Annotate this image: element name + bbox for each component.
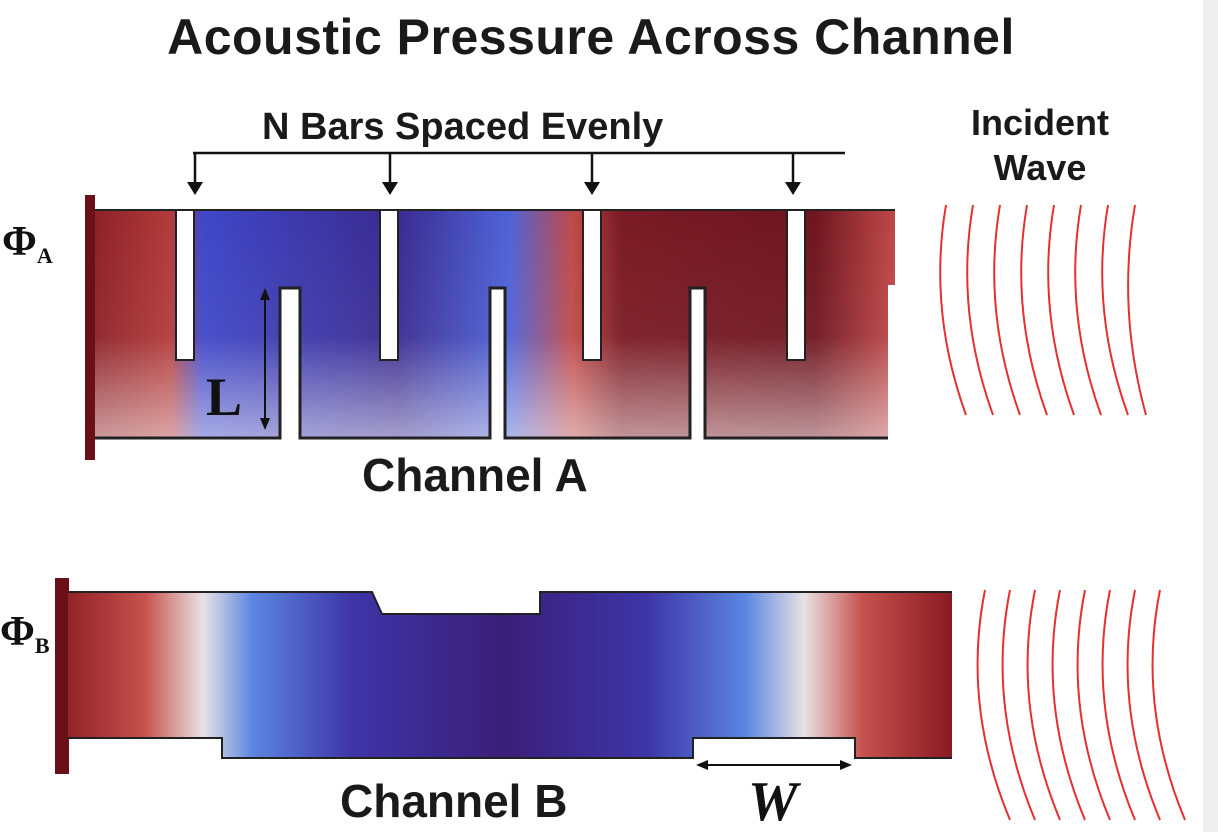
channel-a-bottom-edge [95, 286, 888, 440]
incident-line-2: Wave [993, 147, 1087, 188]
phi-a-symbol: Φ [2, 219, 37, 265]
incident-wave-a [939, 204, 1147, 416]
bars-label: N Bars Spaced Evenly [262, 106, 664, 148]
bar-1 [175, 209, 195, 361]
incident-wave-label: Incident Wave [940, 100, 1140, 190]
channel-b-bottom-edge [68, 737, 952, 759]
channel-a-shading [95, 210, 895, 438]
channel-a-label: Channel A [362, 449, 588, 501]
bars-bracket [187, 151, 845, 195]
length-label: L [206, 367, 243, 427]
width-label: W [748, 771, 798, 833]
phi-b-symbol: Φ [0, 609, 35, 655]
channel-a-inlet-wall [85, 195, 95, 460]
phi-a-label: ΦA [2, 218, 53, 269]
channel-b-top-edge [68, 591, 952, 615]
phi-a-subscript: A [36, 243, 53, 268]
bar-3 [582, 209, 602, 361]
length-marker [260, 288, 270, 430]
channel-b-label: Channel B [340, 775, 568, 827]
phi-b-subscript: B [34, 633, 50, 658]
width-marker [696, 760, 852, 770]
incident-line-1: Incident [970, 102, 1109, 143]
bar-4 [786, 209, 806, 361]
phi-b-label: ΦB [0, 608, 50, 659]
diagram-title: Acoustic Pressure Across Channel [167, 9, 1015, 65]
channel-b-body [55, 578, 952, 774]
channel-a-body [85, 195, 895, 460]
channel-b-fluid [68, 592, 952, 758]
incident-wave-b [976, 589, 1186, 821]
right-margin-strip [1203, 0, 1218, 832]
bar-2 [379, 209, 399, 361]
channel-b-inlet-wall [55, 578, 69, 774]
